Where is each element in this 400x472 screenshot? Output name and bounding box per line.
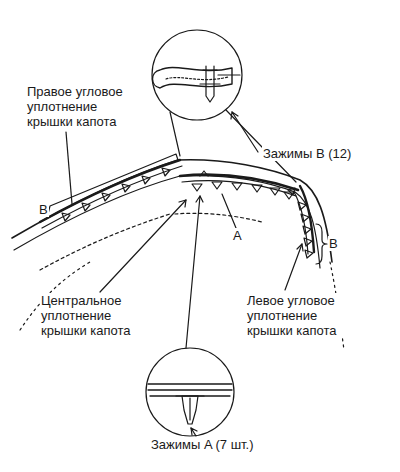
part-name: Зажимы B (12) xyxy=(262,146,352,161)
part-name: Центральное уплотнение крышки капота xyxy=(40,293,154,338)
callout-letter: A xyxy=(232,228,243,243)
callout-letter: B xyxy=(38,202,49,217)
part-name: Левое угловое уплотнение крышки капота xyxy=(246,293,360,338)
part-name: Правое угловое уплотнение крышки капота xyxy=(26,84,140,129)
part-name: Зажимы A (7 шт.) xyxy=(150,437,255,452)
callout-letter: B xyxy=(328,236,339,251)
